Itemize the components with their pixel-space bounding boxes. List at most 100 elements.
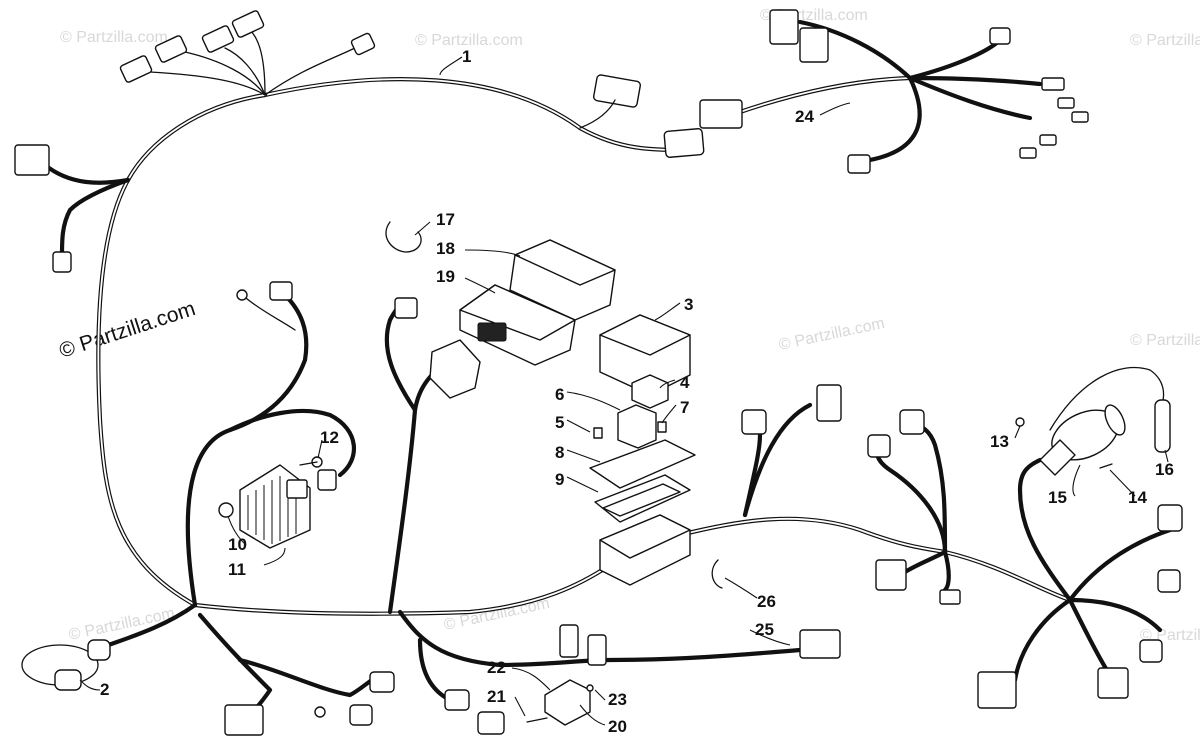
relay-4	[631, 374, 669, 409]
connector-cap-icon	[867, 434, 891, 458]
callout-18: 18	[436, 239, 455, 258]
harness-24	[699, 9, 1089, 174]
watermark-text: © Partzilla.com	[777, 315, 886, 354]
lower-center-parts	[477, 559, 841, 735]
top-left-connector-bundle	[14, 10, 376, 273]
watermark-text: © Partzilla.com	[1130, 32, 1200, 49]
terminal-icon	[1057, 97, 1075, 109]
terminal-icon	[1041, 77, 1065, 91]
connector-cap-icon	[899, 409, 925, 435]
callout-9: 9	[555, 470, 564, 489]
callout-8: 8	[555, 443, 564, 462]
watermark-text: © Partzilla.com	[415, 32, 523, 49]
connector-cap-icon	[87, 639, 111, 661]
watermark-main: © Partzilla.com	[56, 297, 198, 363]
plug-16	[1154, 399, 1171, 453]
callout-26: 26	[757, 592, 776, 611]
callout-2: 2	[100, 680, 109, 699]
regulator-harness	[227, 281, 356, 491]
board-8	[589, 439, 696, 489]
callout-12: 12	[320, 428, 339, 447]
callout-25: 25	[755, 620, 774, 639]
fuse-7	[657, 421, 667, 433]
connector-block-icon	[559, 624, 579, 658]
clip-17	[385, 221, 422, 253]
connector-block-icon	[769, 9, 799, 45]
connector-plug-icon	[663, 128, 705, 158]
mid-harness-connectors	[741, 384, 961, 605]
callout-20: 20	[608, 717, 627, 736]
leader-lines	[79, 56, 1169, 726]
callout-14: 14	[1128, 488, 1147, 507]
connector-block-icon	[1097, 667, 1129, 699]
connector-cap-icon	[444, 689, 470, 711]
callout-7: 7	[680, 398, 689, 417]
connector-cap-icon	[394, 297, 418, 319]
connector-cap-icon	[350, 32, 376, 56]
connector-plug-icon	[154, 35, 188, 63]
callout-6: 6	[555, 385, 564, 404]
callout-11: 11	[228, 560, 246, 579]
connector-cap-icon	[989, 27, 1011, 45]
callout-19: 19	[436, 267, 455, 286]
voltage-regulator-11	[218, 456, 323, 549]
screw-21	[526, 717, 548, 723]
sensor-20	[544, 679, 591, 726]
callout-labels: 1 2 3 4 5 6 7 8 9 10 11 12 13 14 15 16 1…	[100, 47, 1174, 736]
connector-cap-icon	[349, 704, 373, 726]
callout-5: 5	[555, 413, 564, 432]
callout-4: 4	[680, 373, 690, 392]
terminal-icon	[1071, 111, 1089, 123]
fuse-relay-assembly	[589, 314, 696, 586]
terminal-icon	[1039, 134, 1057, 146]
callout-15: 15	[1048, 488, 1067, 507]
connector-cap-icon	[1139, 639, 1163, 663]
callout-23: 23	[608, 690, 627, 709]
connector-block-icon	[875, 559, 907, 591]
screw-14	[1099, 463, 1113, 469]
lower-right-connectors	[977, 504, 1183, 709]
ecu-assembly	[385, 221, 616, 366]
watermark-text: © Partzilla.com	[60, 29, 168, 46]
connector-block-icon	[224, 704, 264, 736]
connector-plug-icon	[593, 74, 641, 108]
connector-cap-icon	[477, 711, 505, 735]
connector-block-icon	[977, 671, 1017, 709]
main-harness	[42, 77, 1173, 723]
washer-23	[586, 684, 594, 692]
callout-17: 17	[436, 210, 455, 229]
connector-cap-icon	[847, 154, 871, 174]
lower-left-connectors	[21, 639, 470, 736]
callout-21: 21	[487, 687, 506, 706]
callout-3: 3	[684, 295, 693, 314]
connector-block-icon	[429, 339, 481, 399]
connector-cap-icon	[54, 669, 82, 691]
connector-cap-icon	[741, 409, 767, 435]
nut-icon	[218, 502, 234, 518]
terminal-icon	[939, 589, 961, 605]
connector-block-icon	[799, 27, 829, 63]
connector-cap-icon	[369, 671, 395, 693]
connector-cap-icon	[269, 281, 293, 301]
connector-block-icon	[799, 629, 841, 659]
callout-10: 10	[228, 535, 247, 554]
callout-13: 13	[990, 432, 1009, 451]
callout-1: 1	[462, 47, 471, 66]
connector-block-icon	[816, 384, 842, 422]
harness-1-connectors	[579, 74, 705, 158]
motor-assembly-15	[1015, 366, 1171, 476]
washer-13	[1015, 417, 1025, 427]
fuse-5	[593, 427, 603, 439]
relay-6	[617, 404, 657, 449]
callout-22: 22	[487, 658, 506, 677]
connector-plug-icon	[231, 10, 265, 38]
clip-26	[711, 559, 723, 589]
connector-cap-icon	[52, 251, 72, 273]
connector-block-icon	[587, 634, 607, 666]
ring-terminal-icon	[314, 706, 326, 718]
connector-cap-icon	[1157, 569, 1181, 593]
terminal-icon	[1019, 147, 1037, 159]
connector-cap-icon	[1157, 504, 1183, 532]
